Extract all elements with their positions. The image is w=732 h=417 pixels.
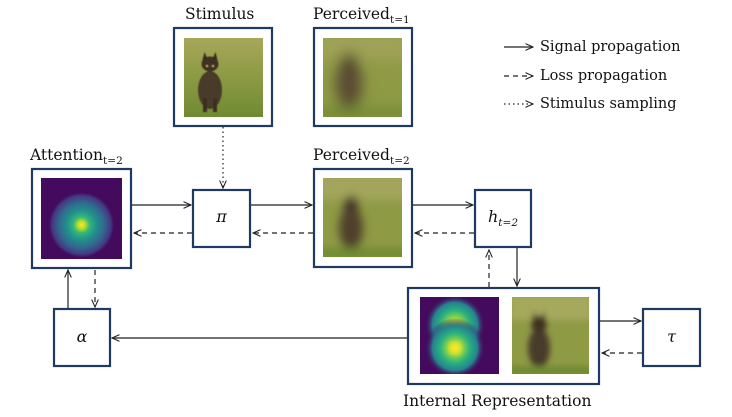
perceived-t1-label-base: Perceived xyxy=(313,5,390,23)
internal-representation-label: Internal Representation xyxy=(403,392,592,410)
dashed-arrow-icon xyxy=(504,71,535,81)
legend-label-loss: Loss propagation xyxy=(540,68,668,84)
perceived-t1-box xyxy=(312,26,414,128)
h-symbol-base: h xyxy=(487,207,499,226)
perceived-t2-label-base: Perceived xyxy=(313,146,390,164)
h-symbol-sub: t=2 xyxy=(498,217,518,229)
attention-t2-label-base: Attention xyxy=(30,146,104,164)
perceived-t2-label: Perceivedt=2 xyxy=(313,146,410,167)
tau-symbol: τ xyxy=(667,327,676,346)
legend-label-sampling: Stimulus sampling xyxy=(540,96,677,112)
perceived-t1-label: Perceivedt=1 xyxy=(313,5,410,26)
internal-heatmap xyxy=(420,297,499,374)
legend-item-signal: Signal propagation xyxy=(503,40,680,55)
stimulus-cat-image xyxy=(184,38,263,117)
legend-item-sampling: Stimulus sampling xyxy=(503,97,677,112)
perceived-t2-label-sub: t=2 xyxy=(389,155,410,167)
legend-item-loss: Loss propagation xyxy=(503,69,667,84)
solid-arrow-icon xyxy=(504,42,535,52)
alpha-operator-box xyxy=(52,307,112,368)
pi-operator-box xyxy=(191,188,252,249)
attention-t2-box xyxy=(30,167,133,270)
internal-cat-image xyxy=(512,297,589,374)
dotted-arrow-icon xyxy=(504,99,535,109)
h-operator-box xyxy=(473,188,533,249)
perceived-t1-image xyxy=(323,38,402,117)
attention-t2-label: Attentiont=2 xyxy=(30,146,123,167)
stimulus-box xyxy=(172,26,274,128)
alpha-symbol: α xyxy=(76,327,88,346)
perceived-t2-image xyxy=(323,178,402,257)
perceived-t2-box xyxy=(312,167,414,269)
perceived-t1-label-sub: t=1 xyxy=(389,14,410,26)
internal-representation-box xyxy=(406,286,601,386)
stimulus-label: Stimulus xyxy=(185,5,255,23)
pi-symbol: π xyxy=(216,207,227,226)
attention-t2-label-sub: t=2 xyxy=(103,155,123,167)
h-symbol: ht=2 xyxy=(475,209,531,229)
attention-heatmap xyxy=(41,178,122,259)
tau-operator-box xyxy=(641,307,702,368)
legend-label-signal: Signal propagation xyxy=(540,39,681,55)
